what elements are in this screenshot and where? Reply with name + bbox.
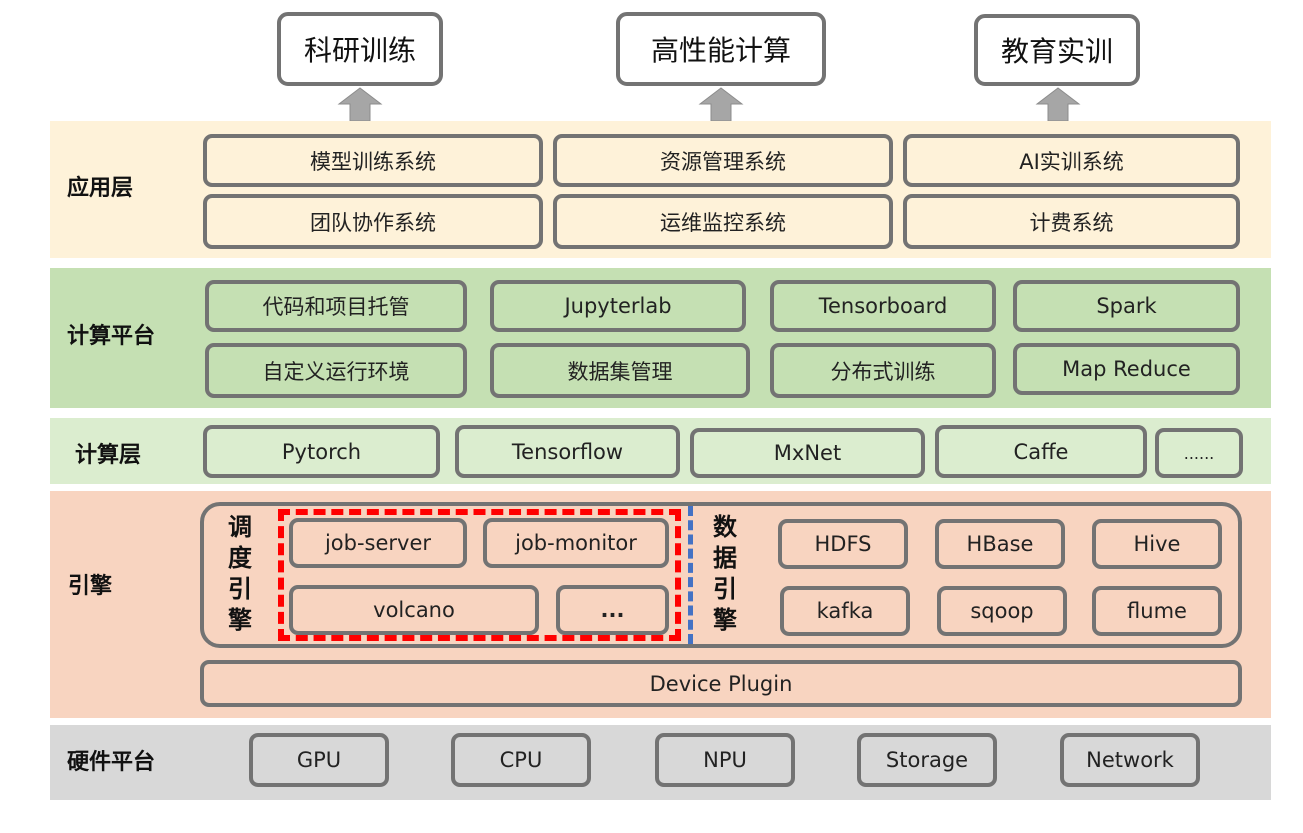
box-label: 分布式训练 xyxy=(830,359,936,384)
box-label: Hive xyxy=(1133,532,1181,556)
compute-pytorch: Pytorch xyxy=(203,425,440,478)
box-label: job-monitor xyxy=(515,531,637,555)
data-hdfs: HDFS xyxy=(778,519,908,569)
output-label: 高性能计算 xyxy=(650,34,791,67)
compute-more: ...... xyxy=(1155,428,1243,478)
hardware-npu: NPU xyxy=(655,733,795,787)
app-billing: 计费系统 xyxy=(903,194,1240,249)
compute-layer-label: 计算层 xyxy=(75,443,142,468)
output-research-training: 科研训练 xyxy=(277,12,443,86)
box-label: 数据集管理 xyxy=(567,359,673,384)
platform-dataset-management: 数据集管理 xyxy=(490,343,750,398)
platform-custom-env: 自定义运行环境 xyxy=(205,343,467,398)
scheduler-engine-label: 调 度 引 擎 xyxy=(225,512,255,636)
box-label: job-server xyxy=(324,531,432,555)
box-label: HDFS xyxy=(814,532,872,556)
platform-distributed-training: 分布式训练 xyxy=(770,343,996,398)
data-hive: Hive xyxy=(1092,519,1222,569)
output-label: 教育实训 xyxy=(1000,35,1113,68)
engine-divider xyxy=(688,506,693,644)
box-label: kafka xyxy=(816,599,874,623)
box-label: Storage xyxy=(885,748,969,772)
up-arrow-icon xyxy=(337,87,383,122)
hardware-storage: Storage xyxy=(857,733,997,787)
box-label: 资源管理系统 xyxy=(660,149,786,174)
box-label: Spark xyxy=(1096,294,1157,318)
box-label: volcano xyxy=(373,598,455,622)
output-hpc: 高性能计算 xyxy=(616,12,826,86)
hardware-cpu: CPU xyxy=(451,733,591,787)
data-engine-char: 据 xyxy=(713,544,737,572)
box-label: 运维监控系统 xyxy=(660,210,786,235)
scheduler-job-server: job-server xyxy=(289,518,467,568)
hardware-layer-label: 硬件平台 xyxy=(67,750,156,775)
box-label: Device Plugin xyxy=(649,671,793,696)
box-label: 代码和项目托管 xyxy=(262,295,410,319)
box-label: ... xyxy=(600,598,625,622)
scheduler-engine-char: 引 xyxy=(228,575,252,603)
hardware-gpu: GPU xyxy=(249,733,389,787)
scheduler-volcano: volcano xyxy=(289,585,539,635)
box-label: Tensorflow xyxy=(511,439,624,464)
box-label: AI实训系统 xyxy=(1019,149,1124,174)
box-label: Map Reduce xyxy=(1062,357,1191,381)
data-flume: flume xyxy=(1092,586,1222,636)
platform-spark: Spark xyxy=(1013,280,1240,332)
compute-mxnet: MxNet xyxy=(690,428,925,478)
box-label: Pytorch xyxy=(281,439,362,464)
box-label: ...... xyxy=(1183,443,1215,463)
data-sqoop: sqoop xyxy=(937,586,1067,636)
platform-layer-label: 计算平台 xyxy=(67,324,156,349)
application-layer-label: 应用层 xyxy=(67,176,134,201)
box-label: 模型训练系统 xyxy=(310,149,436,174)
up-arrow-icon xyxy=(1035,87,1081,122)
box-label: Caffe xyxy=(1013,439,1069,464)
platform-code-hosting: 代码和项目托管 xyxy=(205,280,467,332)
device-plugin: Device Plugin xyxy=(200,660,1242,707)
compute-tensorflow: Tensorflow xyxy=(455,425,680,478)
app-team-collaboration: 团队协作系统 xyxy=(203,194,543,249)
box-label: sqoop xyxy=(970,599,1034,623)
app-ai-training: AI实训系统 xyxy=(903,134,1240,187)
data-kafka: kafka xyxy=(780,586,910,636)
up-arrow-icon xyxy=(698,87,744,122)
box-label: 团队协作系统 xyxy=(310,210,436,235)
data-engine-char: 擎 xyxy=(713,606,737,634)
box-label: Network xyxy=(1086,748,1174,772)
data-engine-char: 引 xyxy=(713,575,737,603)
box-label: Jupyterlab xyxy=(564,294,672,318)
app-ops-monitoring: 运维监控系统 xyxy=(553,194,893,249)
scheduler-group-outline xyxy=(278,509,681,641)
scheduler-engine-char: 擎 xyxy=(228,606,252,634)
platform-tensorboard: Tensorboard xyxy=(770,280,996,332)
box-label: flume xyxy=(1127,599,1187,623)
scheduler-job-monitor: job-monitor xyxy=(483,518,669,568)
data-engine-char: 数 xyxy=(713,513,737,541)
scheduler-more: ... xyxy=(556,585,669,635)
app-resource-management: 资源管理系统 xyxy=(553,134,893,187)
engine-container xyxy=(200,502,1242,648)
box-label: HBase xyxy=(966,532,1034,556)
box-label: 自定义运行环境 xyxy=(262,359,410,384)
box-label: NPU xyxy=(703,748,747,772)
data-hbase: HBase xyxy=(935,519,1065,569)
data-engine-label: 数 据 引 擎 xyxy=(710,512,740,636)
box-label: 计费系统 xyxy=(1029,210,1114,235)
box-label: CPU xyxy=(499,748,543,772)
scheduler-engine-char: 调 xyxy=(228,513,252,541)
output-label: 科研训练 xyxy=(303,34,416,67)
box-label: Tensorboard xyxy=(818,294,948,318)
box-label: MxNet xyxy=(773,441,842,465)
app-model-training: 模型训练系统 xyxy=(203,134,543,187)
platform-map-reduce: Map Reduce xyxy=(1013,343,1240,395)
engine-layer-label: 引擎 xyxy=(68,574,113,599)
platform-jupyterlab: Jupyterlab xyxy=(490,280,746,332)
output-education: 教育实训 xyxy=(974,14,1140,86)
scheduler-engine-char: 度 xyxy=(228,544,252,572)
hardware-network: Network xyxy=(1060,733,1200,787)
compute-caffe: Caffe xyxy=(935,425,1147,478)
box-label: GPU xyxy=(296,748,342,772)
